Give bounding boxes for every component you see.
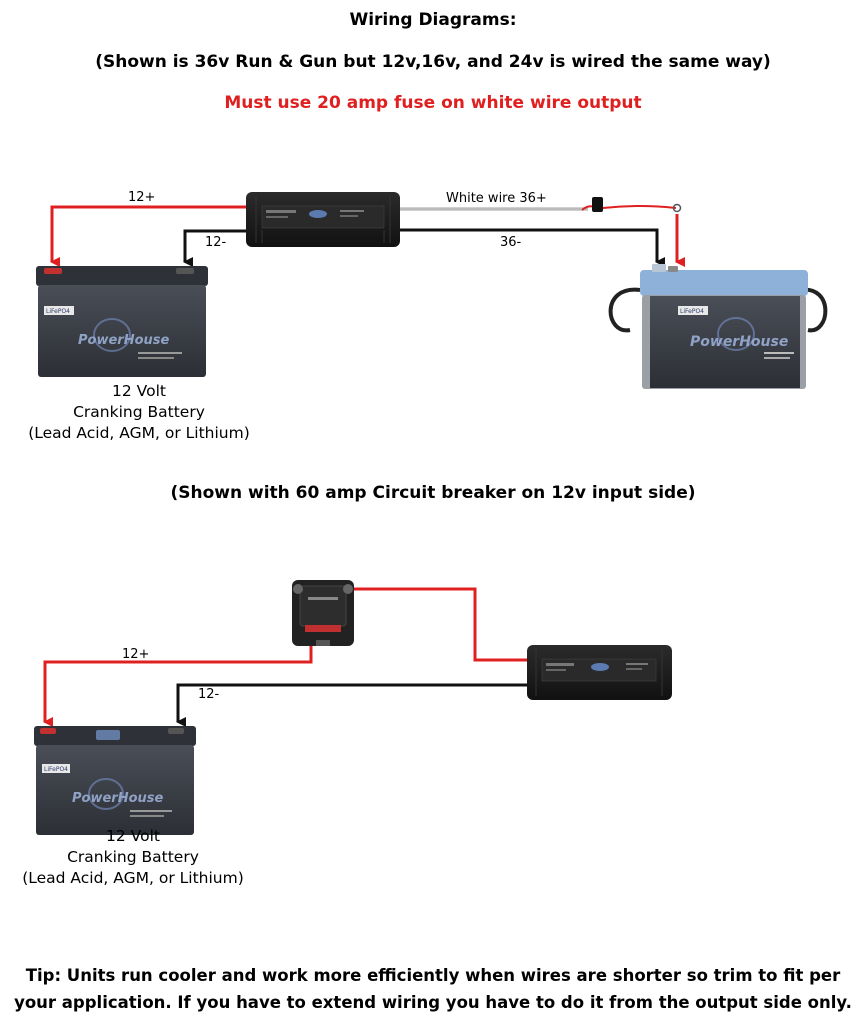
inline-fuse: [581, 197, 682, 213]
negative-wire: [183, 229, 252, 267]
battery-type-label: LiFePO4: [680, 308, 704, 315]
positive-wire: [43, 640, 313, 727]
caption-line-voltage: 12 Volt: [112, 382, 166, 400]
diagram-subtitle: (Shown is 36v Run & Gun but 12v,16v, and…: [95, 52, 771, 72]
battery-brand-logo: PowerHouse: [78, 333, 170, 348]
battery-caption-2: 12 Volt Cranking Battery (Lead Acid, AGM…: [8, 826, 258, 889]
battery-type-label: LiFePO4: [46, 308, 70, 315]
lithium-battery-36v: LiFePO4 PowerHouse: [608, 264, 828, 389]
battery-brand-logo: PowerHouse: [72, 791, 164, 806]
wire-label-12-pos: 12+: [122, 647, 149, 662]
caption-line-chemistry: (Lead Acid, AGM, or Lithium): [22, 869, 244, 887]
breaker-to-unit-wire: [343, 587, 528, 662]
negative-wire: [176, 683, 528, 727]
tip-line-1: Tip: Units run cooler and work more effi…: [25, 966, 841, 985]
charger-unit: [246, 192, 400, 247]
wire-label-12-neg: 12-: [205, 235, 227, 250]
cranking-battery-2: LiFePO4 PowerHouse: [34, 726, 196, 835]
circuit-breaker: [292, 580, 354, 646]
caption-line-type: Cranking Battery: [73, 403, 205, 421]
wire-label-12-neg: 12-: [198, 687, 220, 702]
caption-line-type: Cranking Battery: [67, 848, 199, 866]
caption-line-voltage: 12 Volt: [106, 827, 160, 845]
tip-line-2: your application. If you have to extend …: [14, 993, 852, 1012]
output-negative-wire: [400, 228, 665, 267]
wire-label-36-neg: 36-: [500, 235, 522, 250]
breaker-subtitle: (Shown with 60 amp Circuit breaker on 12…: [170, 483, 696, 503]
fuse-warning: Must use 20 amp fuse on white wire outpu…: [224, 93, 642, 113]
wire-label-white-36: White wire 36+: [446, 191, 547, 206]
battery-caption-1: 12 Volt Cranking Battery (Lead Acid, AGM…: [14, 381, 264, 444]
battery-type-label: LiFePO4: [44, 766, 68, 773]
diagram-2: 12+ 12-: [34, 580, 672, 835]
caption-line-chemistry: (Lead Acid, AGM, or Lithium): [28, 424, 250, 442]
battery-brand-logo: PowerHouse: [690, 334, 788, 350]
wire-label-12-pos: 12+: [128, 190, 155, 205]
page-title: Wiring Diagrams:: [349, 10, 517, 30]
diagram-1: 12+ 12- White wire 36+ 36-: [36, 190, 828, 389]
tip-note: Tip: Units run cooler and work more effi…: [0, 962, 866, 1016]
cranking-battery-1: LiFePO4 PowerHouse: [36, 266, 208, 377]
charger-unit: [527, 645, 672, 700]
positive-wire: [50, 205, 250, 267]
